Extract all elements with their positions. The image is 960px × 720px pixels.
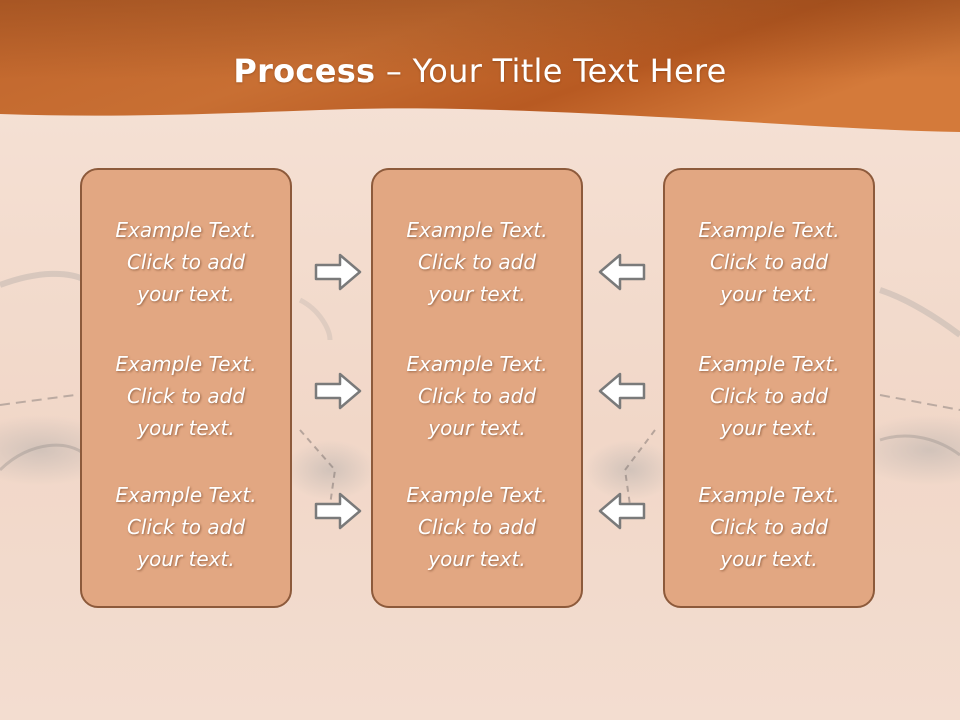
text-placeholder[interactable]: Example Text. Click to add your text. (373, 479, 581, 575)
text-line: your text. (720, 416, 818, 440)
text-line: Example Text. (115, 218, 257, 242)
text-line: your text. (137, 547, 235, 571)
text-line: Click to add (126, 384, 246, 408)
text-line: Click to add (709, 250, 829, 274)
text-line: Example Text. (698, 218, 840, 242)
text-line: Example Text. (698, 483, 840, 507)
text-line: Click to add (126, 250, 246, 274)
arrow-left-icon[interactable] (598, 252, 646, 292)
arrow-left-icon[interactable] (598, 371, 646, 411)
arrow-right-icon[interactable] (314, 252, 362, 292)
text-line: Click to add (417, 250, 537, 274)
text-placeholder[interactable]: Example Text. Click to add your text. (373, 348, 581, 444)
text-line: your text. (137, 282, 235, 306)
text-placeholder[interactable]: Example Text. Click to add your text. (82, 214, 290, 310)
arrow-right-icon[interactable] (314, 491, 362, 531)
text-placeholder[interactable]: Example Text. Click to add your text. (82, 348, 290, 444)
text-line: your text. (428, 547, 526, 571)
title-separator: – (375, 52, 413, 90)
text-line: your text. (720, 282, 818, 306)
text-line: your text. (720, 547, 818, 571)
text-line: Example Text. (406, 483, 548, 507)
text-line: Click to add (126, 515, 246, 539)
text-line: Example Text. (698, 352, 840, 376)
title-bold-text: Process (233, 52, 376, 90)
text-placeholder[interactable]: Example Text. Click to add your text. (82, 479, 290, 575)
text-line: your text. (428, 282, 526, 306)
text-line: Click to add (709, 515, 829, 539)
process-box-left[interactable]: Example Text. Click to add your text. Ex… (80, 168, 292, 608)
text-line: Click to add (709, 384, 829, 408)
process-box-right[interactable]: Example Text. Click to add your text. Ex… (663, 168, 875, 608)
text-line: Click to add (417, 384, 537, 408)
text-placeholder[interactable]: Example Text. Click to add your text. (373, 214, 581, 310)
slide-title[interactable]: Process – Your Title Text Here (0, 52, 960, 90)
text-line: Example Text. (115, 483, 257, 507)
text-line: Example Text. (406, 352, 548, 376)
header-band (0, 0, 960, 132)
text-placeholder[interactable]: Example Text. Click to add your text. (665, 214, 873, 310)
text-line: your text. (137, 416, 235, 440)
text-placeholder[interactable]: Example Text. Click to add your text. (665, 348, 873, 444)
title-text: Your Title Text Here (412, 52, 727, 90)
arrow-right-icon[interactable] (314, 371, 362, 411)
text-line: Click to add (417, 515, 537, 539)
text-line: your text. (428, 416, 526, 440)
text-line: Example Text. (115, 352, 257, 376)
text-line: Example Text. (406, 218, 548, 242)
process-box-center[interactable]: Example Text. Click to add your text. Ex… (371, 168, 583, 608)
arrow-left-icon[interactable] (598, 491, 646, 531)
text-placeholder[interactable]: Example Text. Click to add your text. (665, 479, 873, 575)
